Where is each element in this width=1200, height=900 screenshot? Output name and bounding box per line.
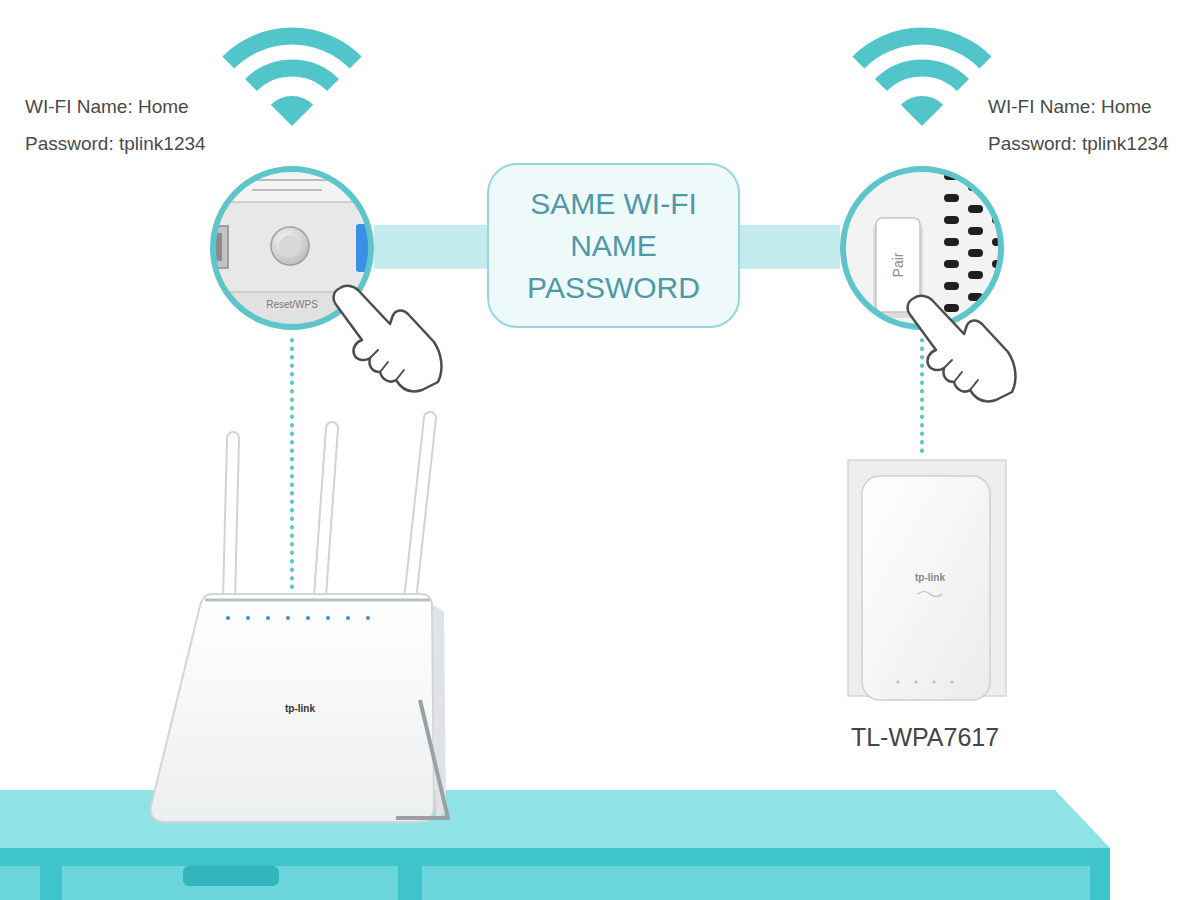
pair-button bbox=[876, 218, 920, 312]
led bbox=[306, 616, 310, 620]
antenna-outline bbox=[320, 428, 332, 596]
sticker-print bbox=[252, 179, 330, 181]
led bbox=[914, 680, 917, 683]
hand-crease bbox=[944, 360, 978, 390]
vent-slot bbox=[968, 315, 983, 323]
reset-button bbox=[271, 227, 309, 265]
table-drawer bbox=[62, 866, 398, 900]
antenna-outline bbox=[410, 418, 430, 600]
wifi-icon bbox=[858, 36, 985, 126]
hand-outline bbox=[334, 286, 442, 392]
drawer-handle bbox=[183, 866, 279, 886]
vent-slot bbox=[944, 260, 959, 268]
model-name: TL-WPA7617 bbox=[851, 722, 999, 752]
leader-dots bbox=[920, 340, 924, 458]
antenna bbox=[410, 418, 430, 600]
led bbox=[226, 616, 230, 620]
brand-logo: tp-link bbox=[285, 703, 315, 715]
connector-band bbox=[740, 225, 840, 269]
vent-slot bbox=[992, 304, 1007, 312]
connector-band bbox=[374, 225, 487, 269]
hand-icon bbox=[908, 296, 1016, 402]
extender-body bbox=[862, 476, 990, 700]
antenna-outline bbox=[229, 438, 233, 600]
table-drawer bbox=[0, 866, 40, 900]
table-drawer bbox=[422, 866, 1090, 900]
led bbox=[950, 680, 953, 683]
wifi-arc bbox=[228, 36, 355, 62]
panel-lower bbox=[200, 292, 384, 342]
led bbox=[286, 616, 290, 620]
wifi-credential: Password: tplink1234 bbox=[988, 133, 1169, 156]
wifi-arc bbox=[858, 36, 985, 62]
zoom-circle: Reset/WPS bbox=[210, 166, 374, 330]
extender-side bbox=[836, 160, 1012, 340]
led bbox=[366, 616, 370, 620]
zoom-circle: Pair bbox=[840, 166, 1004, 330]
wifi-icon bbox=[228, 36, 355, 126]
wifi-dot bbox=[271, 96, 313, 126]
wifi-credential: WI-FI Name: Home bbox=[988, 96, 1152, 119]
router-leds bbox=[226, 616, 370, 620]
antenna bbox=[229, 438, 233, 600]
leader-dots bbox=[290, 340, 294, 590]
circle-ring bbox=[843, 169, 1001, 327]
hand-icon bbox=[334, 286, 442, 392]
info-box: SAME WI-FI NAME PASSWORD bbox=[487, 163, 740, 328]
hand-crease bbox=[370, 350, 404, 380]
brand-logo: tp-link bbox=[915, 572, 945, 584]
vent-slot bbox=[968, 271, 983, 279]
vent-slot bbox=[944, 216, 959, 224]
table-front bbox=[0, 848, 1110, 900]
vent-slot bbox=[944, 304, 959, 312]
vent-slot bbox=[944, 194, 959, 202]
led bbox=[326, 616, 330, 620]
router-body bbox=[151, 594, 434, 822]
vent-slot bbox=[944, 238, 959, 246]
led bbox=[346, 616, 350, 620]
extender-leds bbox=[896, 680, 953, 683]
router-panel-closeup bbox=[200, 160, 384, 342]
reset-button-cap bbox=[279, 235, 301, 257]
led bbox=[266, 616, 270, 620]
extender-closeup bbox=[836, 160, 1012, 340]
router-stand bbox=[396, 700, 448, 818]
vent-grille bbox=[944, 172, 1007, 323]
led bbox=[246, 616, 250, 620]
led bbox=[896, 680, 899, 683]
sticker-print bbox=[252, 189, 322, 191]
router-rim bbox=[205, 599, 430, 602]
wifi-arc bbox=[881, 68, 963, 85]
wifi-credential: WI-FI Name: Home bbox=[25, 96, 189, 119]
led bbox=[932, 680, 935, 683]
box-text: SAME WI-FI NAME PASSWORD bbox=[489, 165, 738, 326]
circle-outline bbox=[840, 166, 1004, 330]
vent-slot bbox=[992, 194, 1007, 202]
wifi-dot bbox=[901, 96, 943, 126]
antenna bbox=[320, 428, 332, 596]
button-label: Pair bbox=[890, 253, 906, 278]
hand-outline bbox=[908, 296, 1016, 402]
extender-logo-mark bbox=[918, 592, 942, 597]
router-antennas bbox=[229, 418, 430, 600]
vent-slot bbox=[968, 249, 983, 257]
wifi-arc bbox=[251, 68, 333, 85]
vent-slot bbox=[968, 205, 983, 213]
wifi-credential: Password: tplink1234 bbox=[25, 133, 206, 156]
vent-slot bbox=[992, 172, 1007, 180]
button-label: Reset/WPS bbox=[210, 299, 374, 310]
vent-slot bbox=[944, 282, 959, 290]
vent-slot bbox=[968, 227, 983, 235]
